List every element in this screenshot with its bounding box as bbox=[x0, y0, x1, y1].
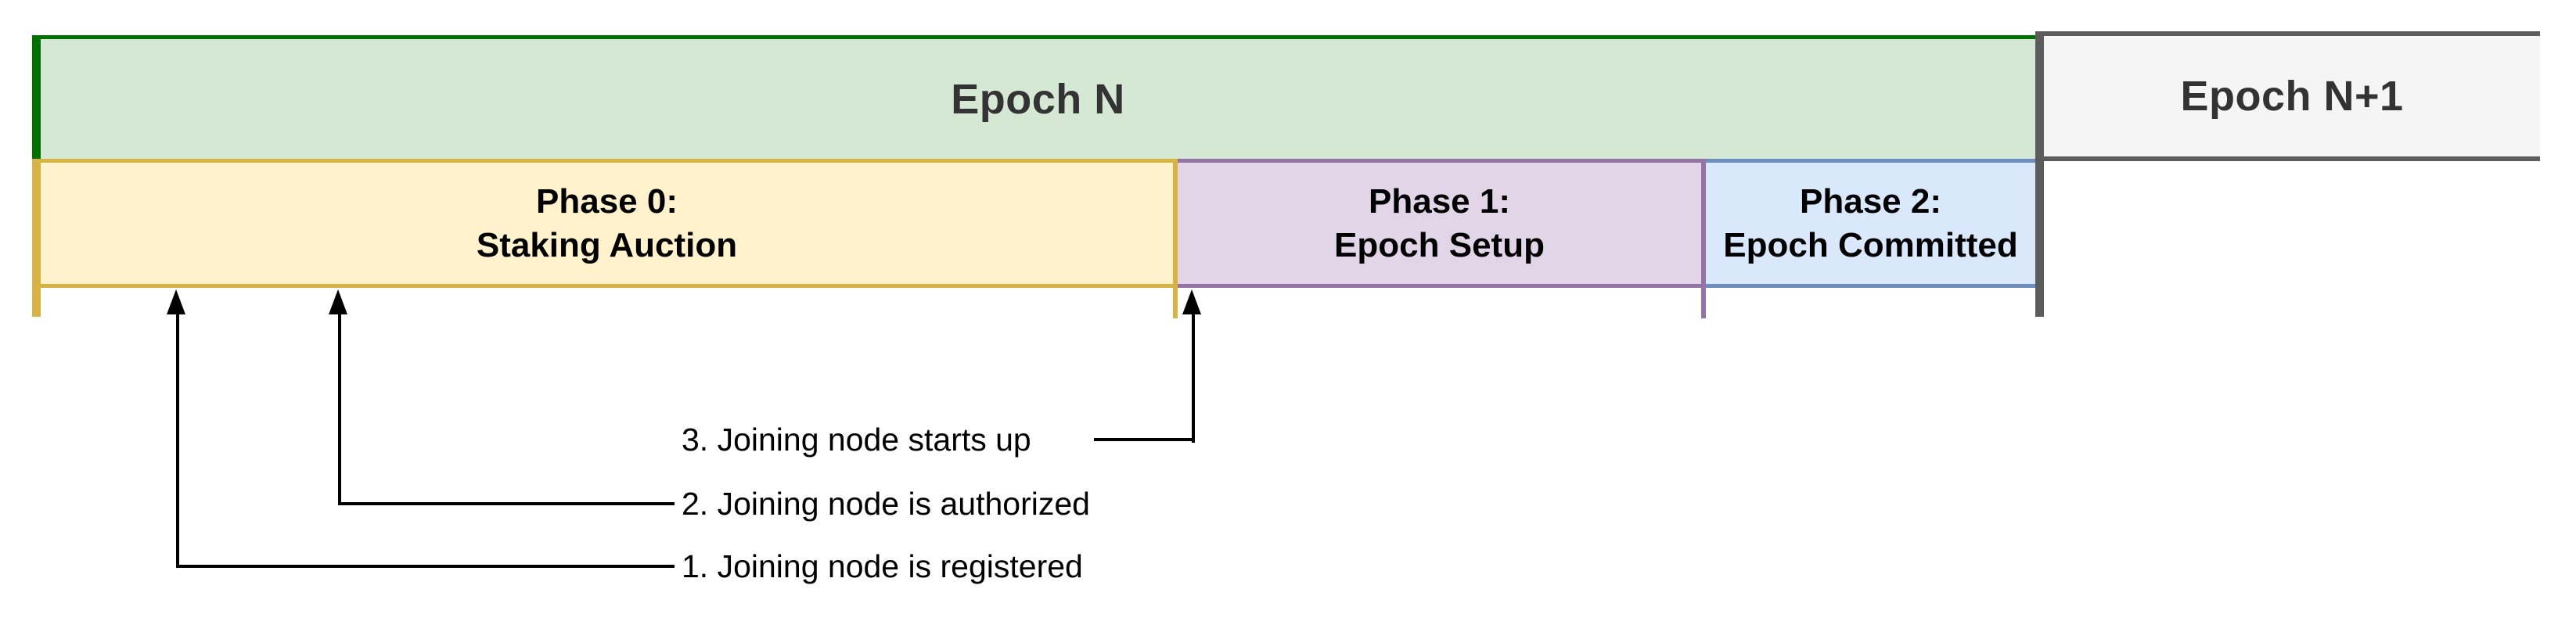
phase-0-end-tick bbox=[1173, 288, 1178, 318]
event-3-label: 3. Joining node starts up bbox=[682, 422, 1031, 458]
phase-1-title: Phase 1: bbox=[1369, 181, 1510, 221]
phase-2-box: Phase 2: Epoch Committed bbox=[1706, 159, 2035, 288]
event-2-arrow-shaft bbox=[338, 310, 341, 505]
event-3-arrow-shaft bbox=[1192, 310, 1195, 443]
phase-2-title: Phase 2: bbox=[1800, 181, 1941, 221]
epoch-n-plus-1-label: Epoch N+1 bbox=[2180, 73, 2404, 120]
phase-0-subtitle: Staking Auction bbox=[476, 225, 738, 264]
phase-2-subtitle: Epoch Committed bbox=[1723, 225, 2018, 264]
epoch-n-plus-1-bar: Epoch N+1 bbox=[2044, 31, 2540, 161]
phase-1-subtitle: Epoch Setup bbox=[1334, 225, 1545, 264]
event-1-arrow-shaft bbox=[176, 310, 179, 568]
phase-0-title: Phase 0: bbox=[536, 181, 678, 221]
event-2-arrow-connector bbox=[338, 502, 675, 505]
epoch-n-label: Epoch N bbox=[951, 75, 1125, 123]
phase-0-start-marker bbox=[32, 159, 41, 317]
phase-1-end-tick bbox=[1701, 288, 1706, 318]
event-2-label: 2. Joining node is authorized bbox=[682, 486, 1090, 522]
event-1-label: 1. Joining node is registered bbox=[682, 548, 1083, 584]
epoch-n-bar: Epoch N bbox=[32, 35, 2035, 159]
event-1-arrow-connector bbox=[176, 565, 675, 568]
phase-1-box: Phase 1: Epoch Setup bbox=[1178, 159, 1706, 288]
event-3-arrow-connector bbox=[1094, 438, 1195, 441]
epoch-boundary-divider bbox=[2035, 31, 2044, 317]
phase-0-box: Phase 0: Staking Auction bbox=[41, 159, 1178, 288]
